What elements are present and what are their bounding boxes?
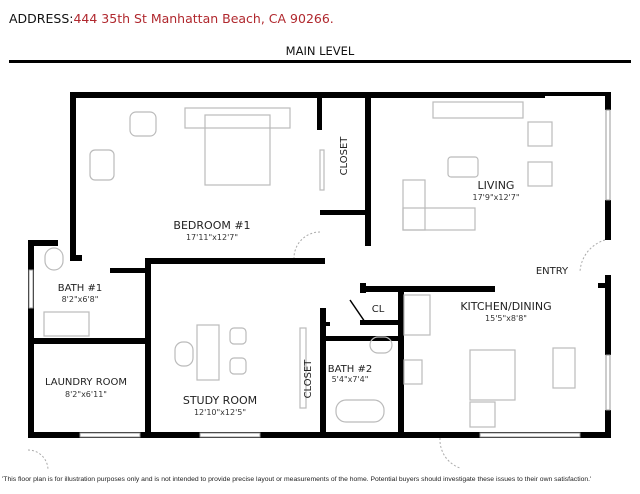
room-name: STUDY ROOM: [183, 394, 257, 407]
closet-bedroom-label: CLOSET: [339, 136, 350, 176]
room-bedroom-1: BEDROOM #1 17'11"x12'7": [173, 219, 250, 242]
room-name: BATH #1: [58, 283, 102, 294]
address-value: 444 35th St Manhattan Beach, CA 90266.: [73, 11, 334, 26]
room-study: STUDY ROOM 12'10"x12'5": [183, 394, 257, 417]
room-bath-1: BATH #1 8'2"x6'8": [58, 283, 102, 304]
room-bath-2: BATH #2 5'4"x7'4": [328, 364, 372, 384]
disclaimer: 'This floor plan is for illustration pur…: [2, 476, 592, 483]
room-name: BEDROOM #1: [173, 219, 250, 232]
room-dims: 17'9"x12'7": [472, 193, 519, 202]
room-dims: 15'5"x8'8": [485, 314, 527, 323]
room-dims: 8'2"x6'11": [65, 390, 107, 399]
room-dims: 8'2"x6'8": [62, 295, 99, 304]
address-label: ADDRESS:: [9, 11, 74, 26]
closet-study-label: CLOSET: [303, 359, 314, 399]
room-name: LIVING: [478, 179, 515, 192]
room-laundry: LAUNDRY ROOM 8'2"x6'11": [45, 377, 127, 399]
room-dims: 5'4"x7'4": [332, 375, 369, 384]
room-kitchen-dining: KITCHEN/DINING 15'5"x8'8": [460, 300, 551, 323]
entry-label: ENTRY: [536, 266, 569, 277]
room-name: KITCHEN/DINING: [460, 300, 551, 313]
header-divider: [9, 60, 631, 63]
address: ADDRESS:444 35th St Manhattan Beach, CA …: [9, 11, 334, 26]
cl-label: CL: [372, 304, 385, 315]
doors: [27, 231, 606, 471]
level-title: MAIN LEVEL: [285, 44, 355, 58]
room-name: LAUNDRY ROOM: [45, 377, 127, 388]
furniture: [43, 101, 576, 428]
room-living: LIVING 17'9"x12'7": [472, 179, 519, 202]
room-dims: 12'10"x12'5": [194, 408, 246, 417]
windows: [28, 109, 611, 438]
walls: [28, 92, 611, 438]
room-dims: 17'11"x12'7": [186, 233, 238, 242]
room-name: BATH #2: [328, 364, 372, 375]
